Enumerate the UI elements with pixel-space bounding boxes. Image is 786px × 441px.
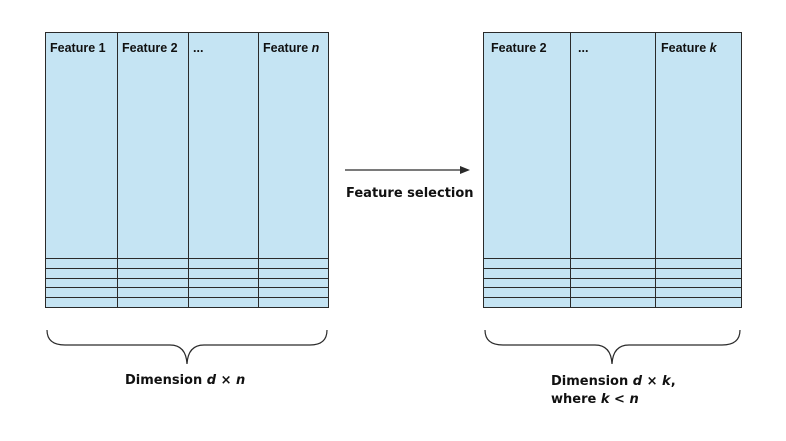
caption-line-1: Dimension d × k, [551,373,676,391]
header-feature-k-var: k [709,41,717,55]
caption-suffix: , [670,374,676,389]
caption-where: where [551,392,601,407]
header-feature-n: Feature n [258,32,329,259]
caption-var-d: d [632,374,643,389]
caption-prefix: Dimension [551,374,633,389]
header-feature-k: Feature k [655,32,742,259]
caption-lt: < [609,392,630,407]
selection-arrow [345,166,470,174]
caption-var-k: k [600,392,610,407]
header-feature-2: Feature 2 [117,32,189,259]
input-dimension-caption: Dimension d × n [125,373,245,388]
caption-prefix: Dimension [125,373,207,388]
header-feature-n-var: n [311,41,320,55]
header-ellipsis: ... [188,32,259,259]
output-dimension-caption: Dimension d × k, where k < n [551,373,676,409]
caption-var-n: n [236,373,246,388]
caption-op: × [216,373,237,388]
table-row [483,297,742,308]
caption-var-n: n [629,392,639,407]
caption-var-d: d [206,373,217,388]
table-header-row: Feature 1 Feature 2 ... Feature n [45,32,329,259]
caption-line-2: where k < n [551,391,676,409]
table-header-row: Feature 2 ... Feature k [483,32,742,259]
left-brace [46,329,328,365]
table-row [45,297,329,308]
header-feature-k-text: Feature [661,41,710,55]
table-cell [655,297,742,308]
right-brace [484,329,741,365]
arrow-label: Feature selection [346,186,474,201]
header-feature-2: Feature 2 [483,32,571,259]
selected-feature-table: Feature 2 ... Feature k [483,32,742,308]
caption-var-k: k [662,374,671,389]
header-ellipsis: ... [570,32,656,259]
table-cell [258,297,329,308]
header-feature-n-text: Feature [263,41,312,55]
caption-op: × [642,374,663,389]
input-feature-table: Feature 1 Feature 2 ... Feature n [45,32,329,308]
header-feature-1: Feature 1 [45,32,118,259]
